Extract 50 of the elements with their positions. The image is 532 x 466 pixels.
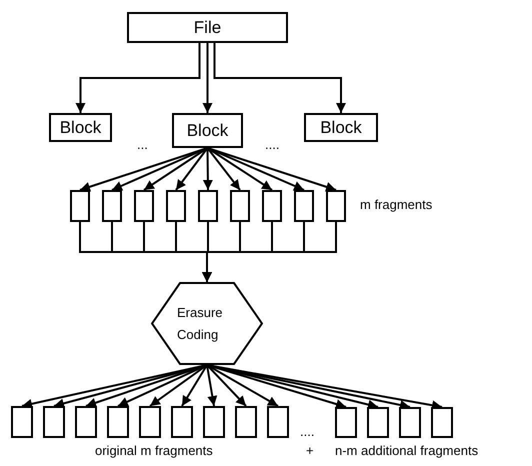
fragment-box <box>262 190 282 222</box>
arrow <box>206 364 247 407</box>
fragment-box <box>203 406 225 438</box>
arrow <box>214 43 346 113</box>
arrow <box>202 43 212 113</box>
process-box <box>172 113 243 148</box>
arrow <box>181 364 208 407</box>
node-text: Block <box>60 118 102 138</box>
fragment-box <box>431 407 453 438</box>
fragment-box <box>367 407 389 438</box>
fragment-box <box>335 407 357 438</box>
fragment-box <box>267 406 289 438</box>
ellipsis: .... <box>300 424 314 439</box>
fragment-box <box>75 406 97 438</box>
arrow <box>202 148 213 190</box>
fragment-box <box>399 407 421 438</box>
fragment-box <box>43 406 65 438</box>
fragment-box <box>230 190 250 222</box>
node-text: Erasure Coding <box>177 304 224 344</box>
annotation-label: + <box>306 443 314 458</box>
fragment-box <box>139 406 161 438</box>
fragment-box <box>102 190 122 222</box>
fragment-box <box>11 406 33 438</box>
annotation-label: m fragments <box>360 197 432 212</box>
node-text: Block <box>186 120 228 140</box>
fragment-box <box>107 406 129 438</box>
ellipsis: .... <box>265 137 280 152</box>
node-text: Block <box>320 118 362 138</box>
fragment-box <box>171 406 193 438</box>
fragment-box <box>294 190 314 222</box>
arrow <box>206 147 241 191</box>
fragment-box <box>166 190 186 222</box>
process-box <box>304 113 378 142</box>
annotation-label: n-m additional fragments <box>335 443 478 458</box>
process-box <box>49 113 112 142</box>
fragment-box <box>235 406 257 438</box>
fragment-box <box>326 190 346 222</box>
annotation-label: original m fragments <box>95 443 213 458</box>
fragment-box <box>70 190 90 222</box>
fragment-box <box>134 190 154 222</box>
node-text: File <box>194 18 222 38</box>
arrow <box>76 43 200 113</box>
arrow <box>175 147 208 191</box>
arrow <box>202 222 337 282</box>
process-hexagon <box>151 282 263 365</box>
fragment-box <box>198 190 218 222</box>
arrow <box>206 364 218 406</box>
ellipsis: ... <box>137 137 148 152</box>
process-box <box>127 12 288 43</box>
arrow <box>149 364 208 407</box>
